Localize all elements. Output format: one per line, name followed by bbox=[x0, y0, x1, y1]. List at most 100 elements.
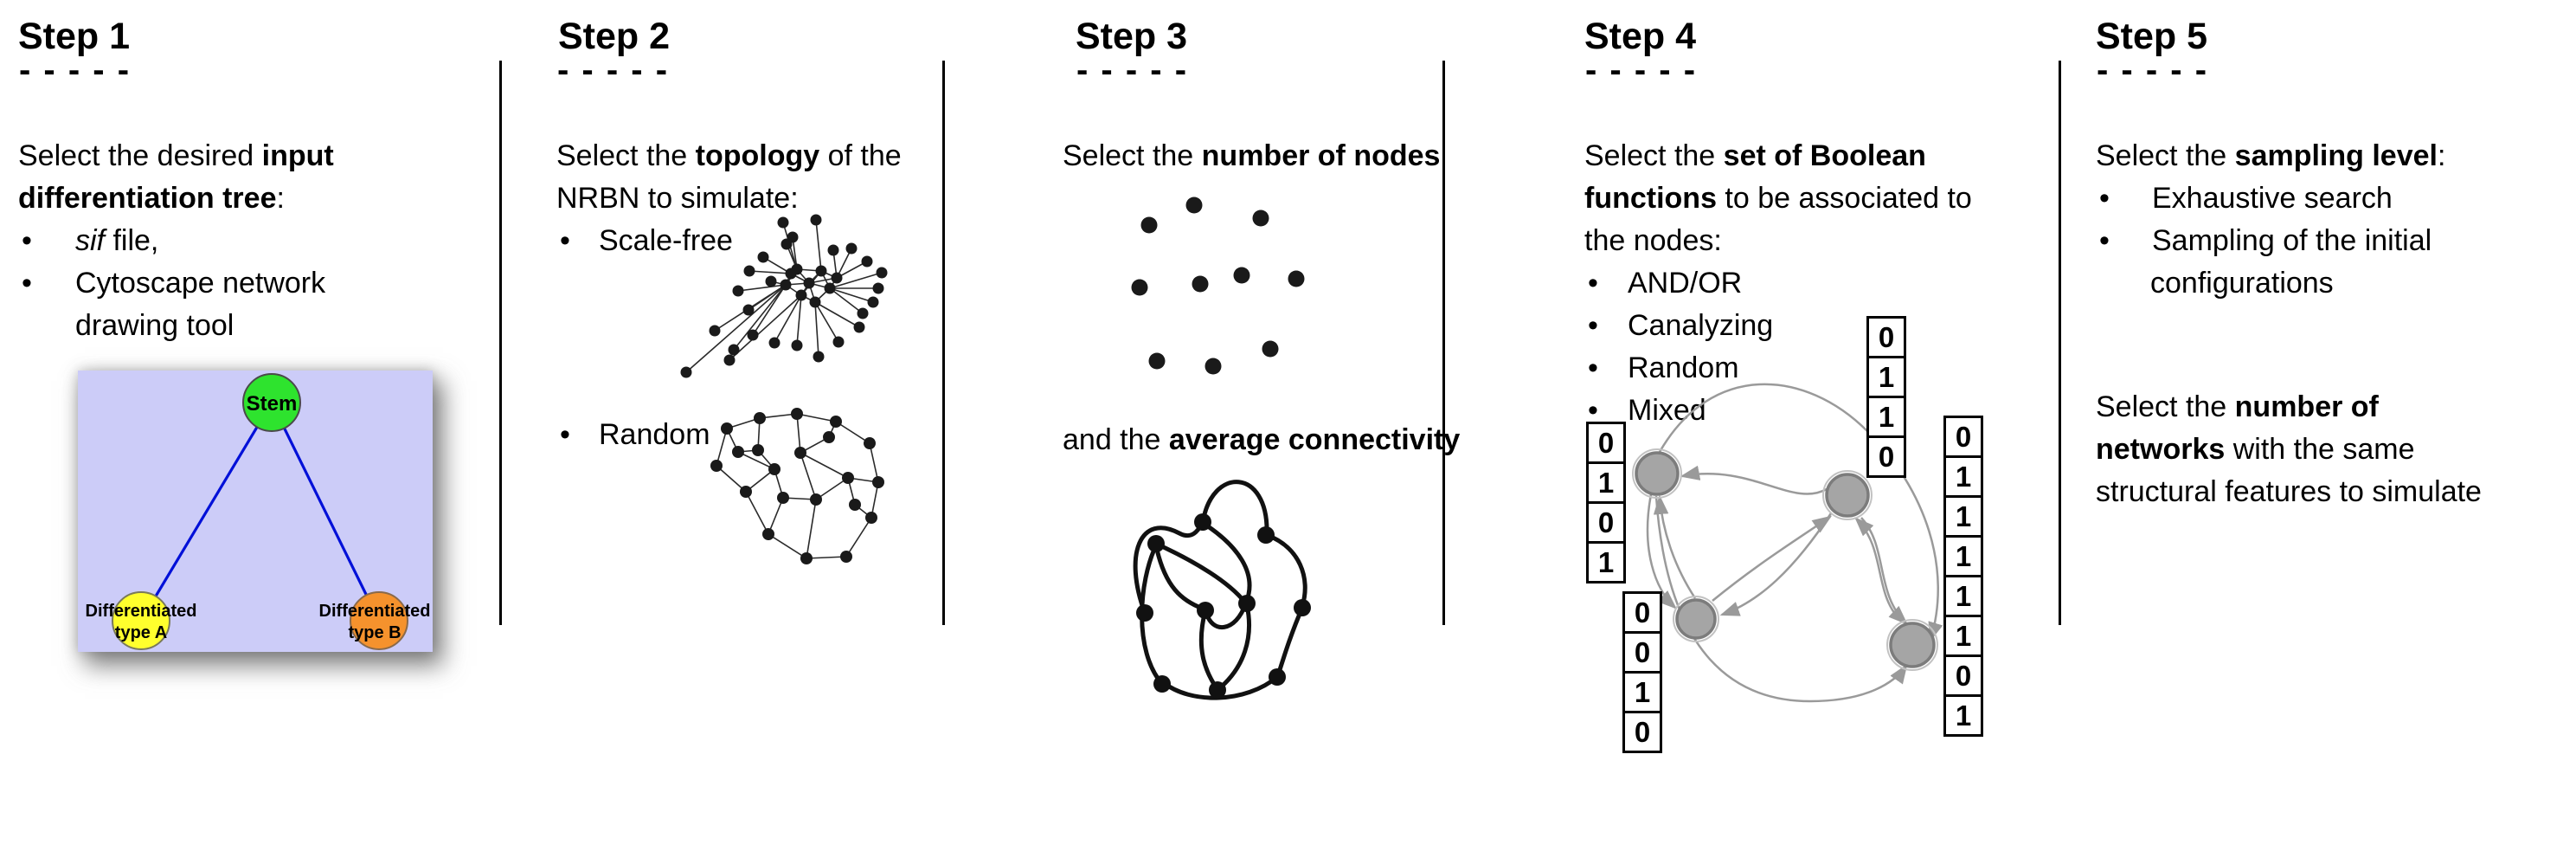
boolean-network-illustration bbox=[1632, 383, 1943, 703]
type-a-label-line1: Differentiated bbox=[86, 602, 197, 621]
bullet-icon: • bbox=[1588, 394, 1598, 427]
nodes-dots-illustration bbox=[1131, 197, 1305, 375]
text-line: Select the sampling level: bbox=[2096, 139, 2446, 172]
step-3-dashes: - - - - - bbox=[1076, 51, 1189, 89]
stem-node bbox=[242, 373, 301, 432]
divider-2 bbox=[942, 61, 945, 625]
differentiation-tree-svg: Stem Differentiated type A Differentiate… bbox=[86, 373, 430, 650]
step-1-text: Select the desired input differentiation… bbox=[18, 135, 334, 347]
text-line: structural features to simulate bbox=[2096, 475, 2482, 508]
truth-table-cell: 1 bbox=[1586, 541, 1626, 583]
truth-table-cell: 0 bbox=[1586, 422, 1626, 464]
connectivity-tangle-illustration bbox=[1133, 480, 1311, 700]
bullet-icon: • bbox=[560, 418, 570, 451]
list-item: •Cytoscape network bbox=[18, 262, 334, 305]
tangle-curves bbox=[1133, 480, 1307, 700]
truth-table-cell: 0 bbox=[1622, 591, 1662, 634]
bullet-icon: • bbox=[560, 224, 570, 257]
random-network-illustration bbox=[710, 408, 884, 564]
bullet-icon: • bbox=[2099, 182, 2110, 215]
scale-free-network-illustration bbox=[680, 214, 888, 378]
scale-free-nodes bbox=[680, 214, 888, 378]
bullet-icon: • bbox=[1588, 309, 1598, 342]
truth-table-cell: 1 bbox=[1943, 455, 1983, 498]
text-line: Select the number of bbox=[2096, 390, 2379, 423]
dots bbox=[1131, 197, 1305, 375]
step-2-text: Select the topology of the NRBN to simul… bbox=[556, 135, 902, 262]
list-item: •Scale-free bbox=[556, 220, 902, 262]
truth-table-cell: 0 bbox=[1622, 711, 1662, 753]
random-network-edges bbox=[716, 413, 879, 559]
truth-table-cell: 1 bbox=[1943, 575, 1983, 617]
step-3-title: Step 3 bbox=[1076, 16, 1188, 57]
text-line: networks with the same bbox=[2096, 433, 2415, 466]
differentiation-tree-image: Stem Differentiated type A Differentiate… bbox=[78, 371, 433, 652]
step-2-title: Step 2 bbox=[558, 16, 671, 57]
tree-edge-stem-to-b bbox=[270, 402, 381, 622]
truth-table-cell: 1 bbox=[1943, 535, 1983, 577]
list-item: •Canalyzing bbox=[1584, 305, 1972, 347]
divider-4 bbox=[2059, 61, 2061, 625]
list-item: •Random bbox=[1584, 347, 1972, 390]
step-4-dashes: - - - - - bbox=[1585, 51, 1698, 89]
bullet-icon: • bbox=[1588, 267, 1598, 300]
truth-table-cell: 1 bbox=[1866, 396, 1906, 438]
text-line: differentiation tree: bbox=[18, 182, 285, 215]
truth-table-cell: 1 bbox=[1586, 461, 1626, 504]
bullet-icon: • bbox=[22, 224, 32, 257]
type-b-node bbox=[350, 591, 408, 650]
bullet-icon: • bbox=[22, 267, 32, 300]
boolean-network-nodes bbox=[1632, 448, 1938, 671]
step-2-random-item: •Random bbox=[556, 414, 710, 456]
stem-label: Stem bbox=[247, 392, 298, 416]
divider-3 bbox=[1442, 61, 1445, 625]
truth-table-cell: 1 bbox=[1943, 694, 1983, 737]
text-line: the nodes: bbox=[1584, 224, 1722, 257]
truth-table-cell: 0 bbox=[1866, 316, 1906, 358]
truth-table-cell: 0 bbox=[1866, 435, 1906, 478]
text-line: Select the desired input bbox=[18, 139, 334, 172]
truth-table-cell: 1 bbox=[1943, 615, 1983, 657]
list-item: •Exhaustive search bbox=[2096, 177, 2445, 220]
type-a-label-line2: type A bbox=[115, 623, 167, 642]
step-4-text: Select the set of Boolean functions to b… bbox=[1584, 135, 1972, 432]
truth-table-cell: 0 bbox=[1943, 416, 1983, 458]
step-5-dashes: - - - - - bbox=[2097, 51, 2209, 89]
truth-table-cell: 1 bbox=[1866, 356, 1906, 398]
text-line: NRBN to simulate: bbox=[556, 182, 799, 215]
truth-table-cell: 1 bbox=[1943, 495, 1983, 538]
text-line: functions to be associated to bbox=[1584, 182, 1972, 215]
step-3-text-2: and the average connectivity bbox=[1063, 419, 1460, 461]
step-1-dashes: - - - - - bbox=[19, 51, 132, 89]
text-line: Select the set of Boolean bbox=[1584, 139, 1926, 172]
truth-table-cell: 0 bbox=[1622, 631, 1662, 674]
list-item: •Sampling of the initial bbox=[2096, 220, 2445, 262]
truth-table-cell: 0 bbox=[1586, 501, 1626, 544]
list-item: •AND/OR bbox=[1584, 262, 1972, 305]
step-1-title: Step 1 bbox=[18, 16, 131, 57]
divider-1 bbox=[499, 61, 502, 625]
list-item-continuation: configurations bbox=[2150, 267, 2334, 300]
list-item: •Random bbox=[556, 414, 710, 456]
list-item: •sif file, bbox=[18, 220, 334, 262]
text-line: Select the topology of the bbox=[556, 139, 902, 172]
tangle-nodes bbox=[1136, 513, 1311, 699]
text-line: Select the number of nodes bbox=[1063, 139, 1441, 172]
tree-edge-stem-to-a bbox=[139, 402, 273, 622]
step-5-title: Step 5 bbox=[2096, 16, 2208, 57]
step-4-title: Step 4 bbox=[1584, 16, 1697, 57]
text-line: and the average connectivity bbox=[1063, 423, 1461, 456]
boolean-network-edges bbox=[1646, 383, 1943, 703]
list-item-continuation: drawing tool bbox=[75, 309, 234, 342]
type-a-node bbox=[112, 591, 170, 650]
step-2-dashes: - - - - - bbox=[557, 51, 670, 89]
step-5-text-2: Select the number of networks with the s… bbox=[2096, 386, 2482, 513]
truth-table-cell: 0 bbox=[1943, 654, 1983, 697]
step-3-text: Select the number of nodes bbox=[1063, 135, 1440, 177]
random-network-nodes bbox=[710, 408, 884, 564]
type-b-label-line2: type B bbox=[348, 623, 401, 642]
bullet-icon: • bbox=[1588, 351, 1598, 384]
